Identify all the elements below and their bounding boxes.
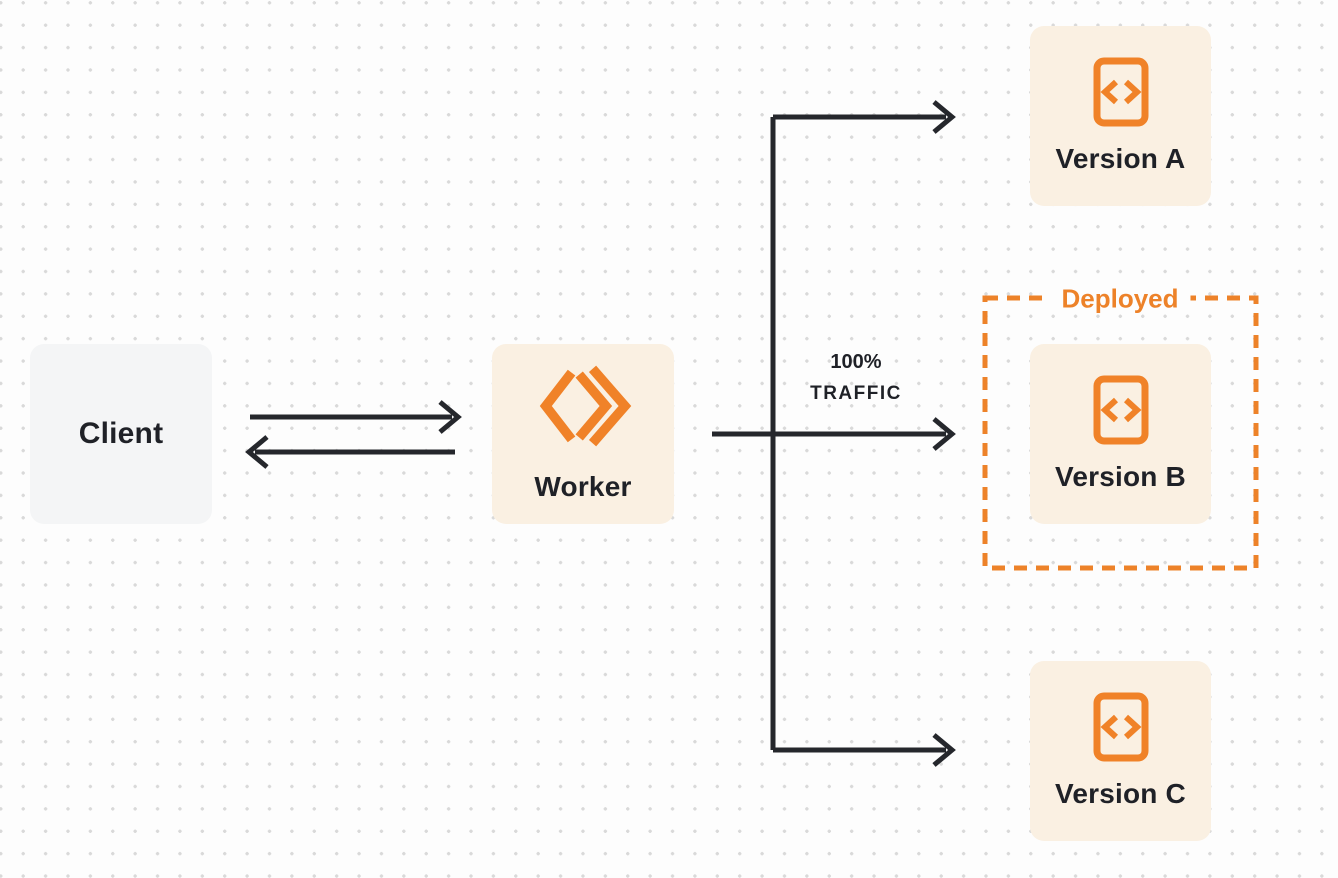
- client-node: Client: [30, 344, 212, 524]
- version-b-node: Version B: [1030, 344, 1211, 524]
- branch-to-version-a-arrow: [773, 100, 956, 134]
- code-file-icon: [1093, 57, 1149, 127]
- worker-to-version-b-arrow: [712, 417, 956, 451]
- traffic-percentage: 100%: [830, 351, 882, 373]
- version-a-node: Version A: [1030, 26, 1211, 206]
- worker-node: Worker: [492, 344, 674, 524]
- worker-node-label: Worker: [534, 471, 632, 502]
- worker-to-client-arrow: [245, 435, 455, 469]
- code-file-icon: [1093, 692, 1149, 762]
- traffic-word: TRAFFIC: [810, 383, 902, 404]
- client-node-label: Client: [78, 417, 164, 450]
- traffic-label: 100% TRAFFIC: [780, 346, 932, 410]
- version-a-node-label: Version A: [1055, 143, 1186, 174]
- code-file-icon: [1093, 375, 1149, 445]
- version-c-node: Version C: [1030, 661, 1211, 841]
- deployed-label: Deployed: [1049, 283, 1191, 315]
- version-b-node-label: Version B: [1055, 461, 1186, 492]
- workers-logo-icon: [531, 365, 635, 447]
- client-to-worker-arrow: [250, 400, 462, 434]
- version-c-node-label: Version C: [1055, 778, 1186, 809]
- branch-to-version-c-arrow: [773, 733, 956, 767]
